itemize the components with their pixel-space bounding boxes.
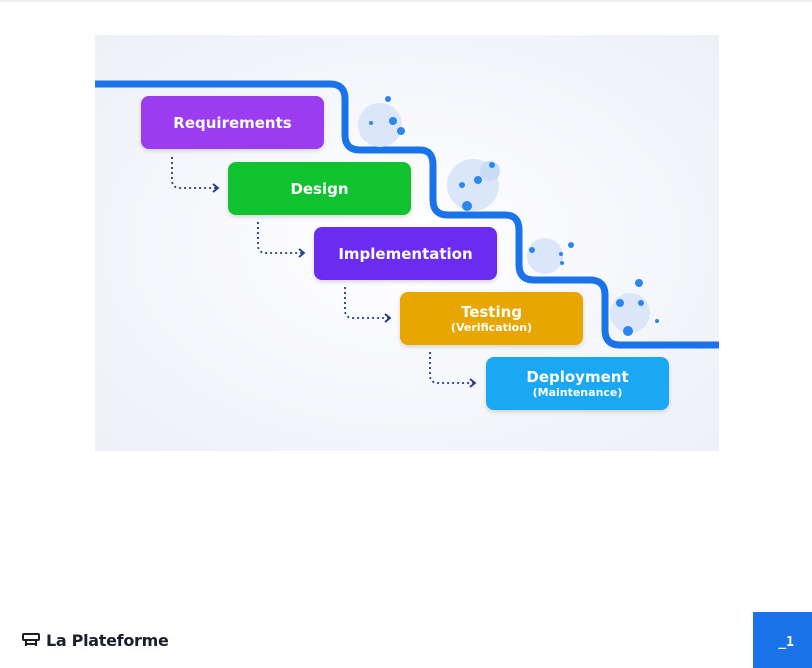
stage-label: Design bbox=[290, 179, 349, 198]
stage-label: Testing bbox=[460, 302, 523, 321]
splash-4 bbox=[610, 279, 659, 336]
connector-1 bbox=[171, 157, 217, 189]
splash-3 bbox=[527, 238, 574, 274]
splash-2 bbox=[447, 159, 500, 211]
connector-4-head bbox=[469, 378, 477, 388]
connector-2-head bbox=[298, 248, 306, 258]
top-border bbox=[0, 0, 812, 2]
stage-label: Deployment bbox=[526, 367, 629, 386]
waterfall-stream bbox=[95, 80, 719, 349]
stage-implementation: Implementation bbox=[314, 227, 497, 280]
stage-sublabel: (Verification) bbox=[450, 320, 533, 334]
stage-label: Requirements bbox=[173, 113, 292, 132]
stage-requirements: Requirements bbox=[141, 96, 324, 149]
splash-1 bbox=[358, 96, 405, 147]
stage-label: Implementation bbox=[338, 244, 473, 263]
stage-deployment: Deployment (Maintenance) bbox=[486, 357, 669, 410]
waterfall-graphics bbox=[95, 80, 719, 388]
brand-logo-icon bbox=[22, 633, 40, 646]
stage-sublabel: (Maintenance) bbox=[532, 385, 623, 399]
stage-testing: Testing (Verification) bbox=[400, 292, 583, 345]
brand-logo-link[interactable]: La Plateforme bbox=[22, 630, 169, 650]
connector-3-head bbox=[384, 313, 392, 323]
connector-1-head bbox=[212, 183, 220, 193]
waterfall-diagram: Requirements Design Implementation Testi… bbox=[95, 35, 719, 451]
brand-name: La Plateforme bbox=[46, 630, 169, 650]
connector-3 bbox=[344, 287, 389, 319]
connector-4 bbox=[429, 352, 474, 384]
corner-label: _1 bbox=[778, 635, 794, 650]
corner-badge-button[interactable]: _1 bbox=[753, 612, 812, 668]
stage-design: Design bbox=[228, 162, 411, 215]
connector-2 bbox=[257, 222, 303, 254]
